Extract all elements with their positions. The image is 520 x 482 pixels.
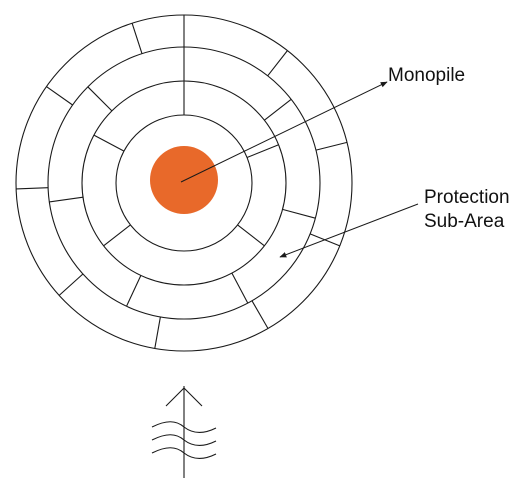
protection-label-line2: Sub-Area xyxy=(424,211,505,232)
sub-area-divider xyxy=(131,23,143,54)
sub-area-divider xyxy=(93,134,125,152)
sub-area-divider xyxy=(315,141,348,151)
flow-arrow-with-waves-icon xyxy=(151,386,217,478)
sub-area-divider xyxy=(16,187,49,190)
sub-area-divider xyxy=(267,50,288,77)
sub-area-divider xyxy=(231,272,249,304)
sub-area-divider xyxy=(103,224,131,247)
sub-area-divider xyxy=(46,86,73,106)
sub-area-divider xyxy=(251,300,269,329)
protection-label-line1: Protection xyxy=(424,187,510,208)
sub-area-divider xyxy=(87,86,113,112)
sub-area-divider xyxy=(126,275,142,307)
sub-area-divider xyxy=(264,98,292,121)
protection-sub-area-label: Protection Sub-Area xyxy=(424,186,510,234)
sub-area-divider xyxy=(282,208,316,219)
sub-area-divider xyxy=(237,224,265,247)
sub-area-divider xyxy=(49,196,84,203)
sub-area-divider xyxy=(58,273,84,296)
sub-area-divider xyxy=(246,144,279,159)
monopile-leader-arrow xyxy=(180,81,388,183)
sub-area-dividers xyxy=(16,15,348,349)
sub-area-divider xyxy=(154,316,161,349)
protection-leader-arrow xyxy=(279,203,419,258)
monopile-label: Monopile xyxy=(388,65,466,86)
